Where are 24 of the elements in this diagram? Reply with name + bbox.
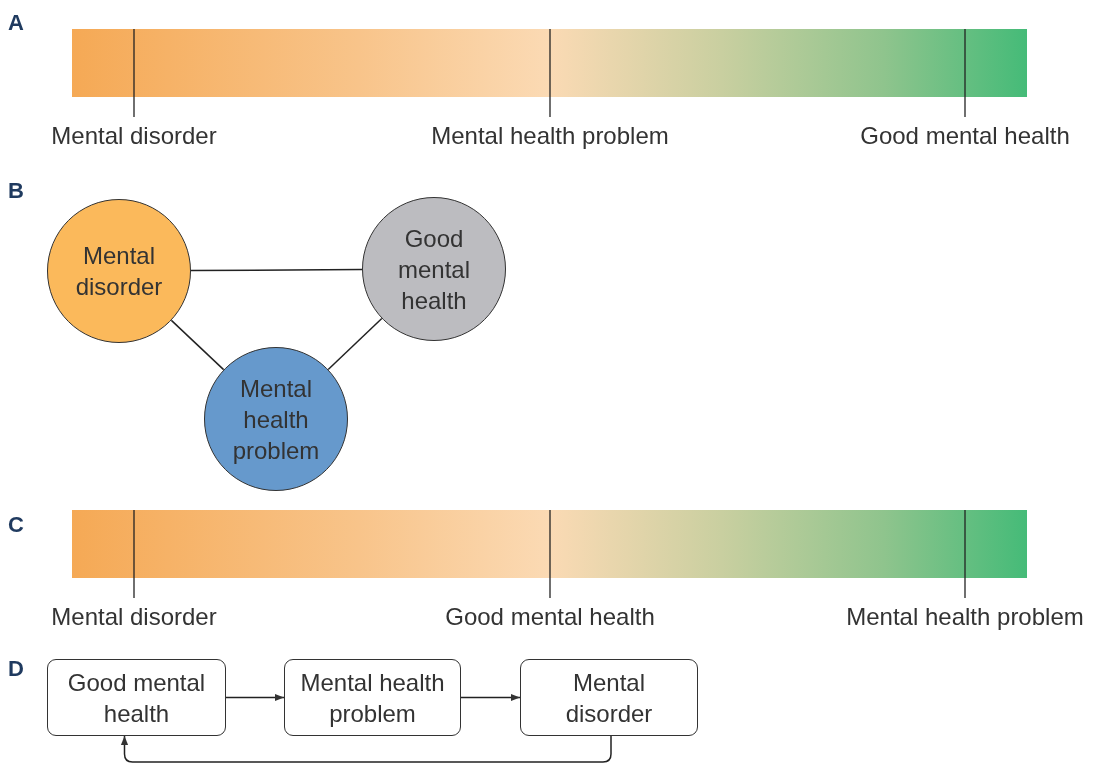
circle-node: Mental disorder	[47, 199, 191, 343]
circle-node: Mental health problem	[204, 347, 348, 491]
scale-label: Mental health problem	[431, 122, 669, 150]
connector-line	[170, 319, 225, 371]
scale-label: Good mental health	[445, 603, 655, 631]
arrow	[225, 693, 285, 702]
gradient-bar	[72, 29, 1027, 97]
scale-label: Mental disorder	[51, 603, 217, 631]
process-box: Mental health problem	[284, 659, 461, 736]
process-box: Mental disorder	[520, 659, 698, 736]
panel-letter: A	[8, 10, 24, 36]
panel-letter: B	[8, 178, 24, 204]
scale-label: Good mental health	[860, 122, 1070, 150]
panel-letter: C	[8, 512, 24, 538]
scale-label: Mental health problem	[846, 603, 1084, 631]
circle-node: Good mental health	[362, 197, 506, 341]
arrow	[120, 735, 612, 763]
panel-letter: D	[8, 656, 24, 682]
arrow	[460, 693, 521, 702]
connector-line	[190, 268, 363, 272]
gradient-bar	[72, 510, 1027, 578]
process-box: Good mental health	[47, 659, 226, 736]
connector-line	[327, 317, 383, 371]
scale-label: Mental disorder	[51, 122, 217, 150]
